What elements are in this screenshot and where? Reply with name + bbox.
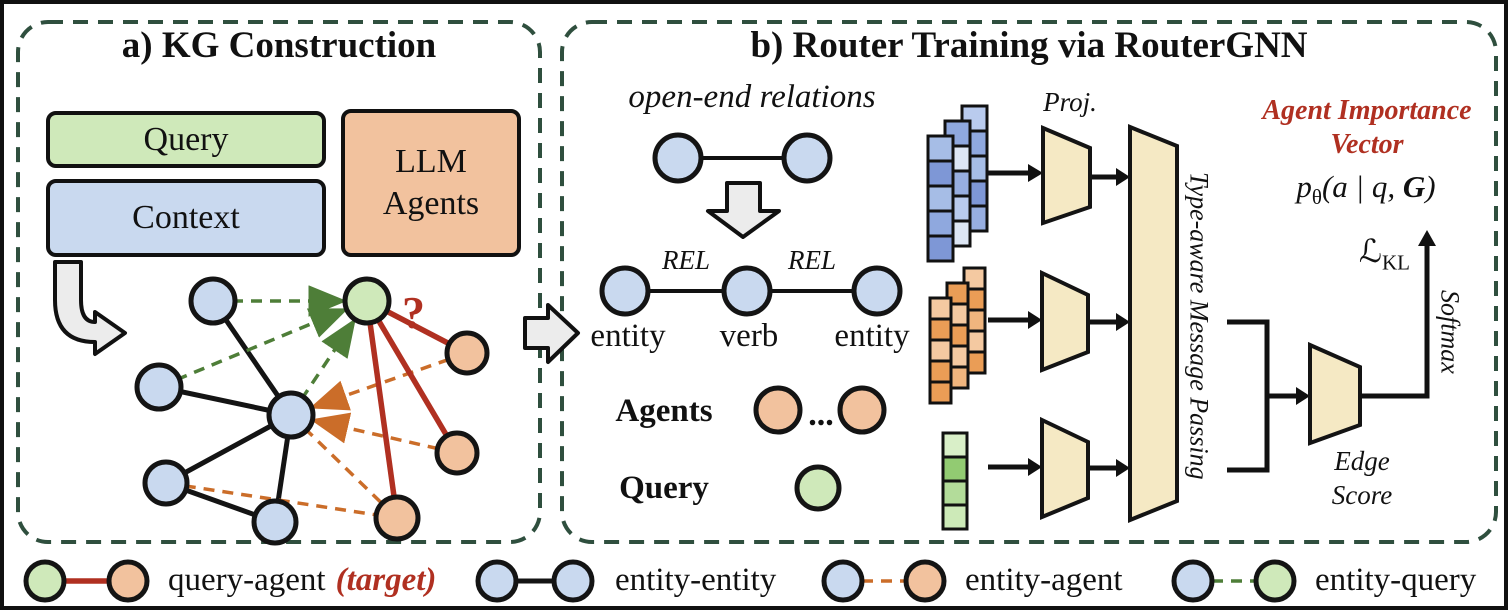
panel-a-border xyxy=(16,20,542,544)
panel-b-title: b) Router Training via RouterGNN xyxy=(750,25,1308,66)
edge-score-trapezoid xyxy=(1308,341,1362,446)
agent-node xyxy=(373,494,421,542)
verb-label: verb xyxy=(719,318,779,354)
kl-loss-label: ℒKL xyxy=(1358,232,1410,275)
legend-item-entity-entity: entity-entity xyxy=(615,562,777,598)
entity-node xyxy=(251,498,299,546)
message-passing-label: Type-aware Message Passing xyxy=(1184,172,1214,480)
agent-query-nodes xyxy=(753,385,887,512)
query-label: Query xyxy=(619,470,709,506)
edge-score-connector xyxy=(1227,319,1310,473)
legend-item-entity-agent: entity-agent xyxy=(965,562,1123,598)
entity-label-left: entity xyxy=(590,318,666,354)
softmax-label: Softmax xyxy=(1435,290,1465,374)
legend-glyphs xyxy=(23,559,1297,603)
query-node xyxy=(794,464,842,512)
entity-label-right: entity xyxy=(834,318,910,354)
query-feature-cell xyxy=(941,503,969,531)
entity-node xyxy=(142,459,190,507)
agents-label: Agents xyxy=(615,393,713,429)
agent-feature-cell xyxy=(928,338,953,363)
projection-arrows xyxy=(988,164,1130,477)
message-passing-block xyxy=(1128,124,1179,523)
softmax-output-arrow xyxy=(1360,230,1436,399)
entity-feature-cell xyxy=(926,159,955,188)
open-end-relation-pair xyxy=(652,132,833,184)
agent-node xyxy=(837,385,887,435)
query-box: Query xyxy=(46,111,326,168)
context-box: Context xyxy=(46,179,326,257)
open-end-relations-label: open-end relations xyxy=(628,79,876,115)
agent-feature-cell xyxy=(928,317,953,342)
entity-feature-cell xyxy=(926,184,955,213)
entity-feature-cell xyxy=(926,134,955,163)
rel-label-left: REL xyxy=(661,245,710,275)
projection-trapezoid-agent xyxy=(1040,269,1090,373)
query-feature-cell xyxy=(941,431,969,459)
agent-node xyxy=(434,430,480,476)
probability-formula: pθ(a | q, G) xyxy=(1296,169,1436,210)
agent-importance-label: Agent Importance Vector xyxy=(1262,95,1472,160)
panel-a-title: a) KG Construction xyxy=(121,25,437,66)
kg-graph-nodes xyxy=(134,276,490,546)
curved-down-right-arrow-icon xyxy=(53,260,127,356)
agent-feature-cell xyxy=(928,296,953,321)
entity-feature-cell xyxy=(926,209,955,238)
entity-node xyxy=(134,362,184,412)
projection-trapezoid-query xyxy=(1040,416,1090,520)
legend-item-query-agent: query-agent(target) xyxy=(168,562,437,598)
query-feature-cell xyxy=(941,455,969,483)
projection-trapezoid-entity xyxy=(1041,124,1092,226)
proj-label: Proj. xyxy=(1043,87,1097,117)
llm-agents-box: LLM Agents xyxy=(341,109,521,257)
edge-score-label: Edge Score xyxy=(1331,446,1393,510)
entity-node xyxy=(266,390,316,440)
agent-node xyxy=(753,385,803,435)
panel-b-border xyxy=(560,20,1498,544)
agents-ellipsis: ... xyxy=(808,396,834,433)
entity-node xyxy=(188,276,238,326)
agent-feature-cell xyxy=(928,380,953,405)
agent-feature-cell xyxy=(928,359,953,384)
query-feature-cell xyxy=(941,479,969,507)
query-node xyxy=(342,276,392,326)
entity-feature-cell xyxy=(926,234,955,263)
question-mark: ? xyxy=(402,287,425,338)
agent-node xyxy=(444,330,490,376)
down-arrow-icon xyxy=(706,181,781,239)
feature-embedding-stacks xyxy=(926,104,989,531)
rel-label-right: REL xyxy=(787,245,836,275)
triple-entity-verb-entity xyxy=(599,265,903,317)
panel-transition-arrow-icon xyxy=(523,303,580,364)
legend-item-entity-query: entity-query xyxy=(1315,562,1477,598)
